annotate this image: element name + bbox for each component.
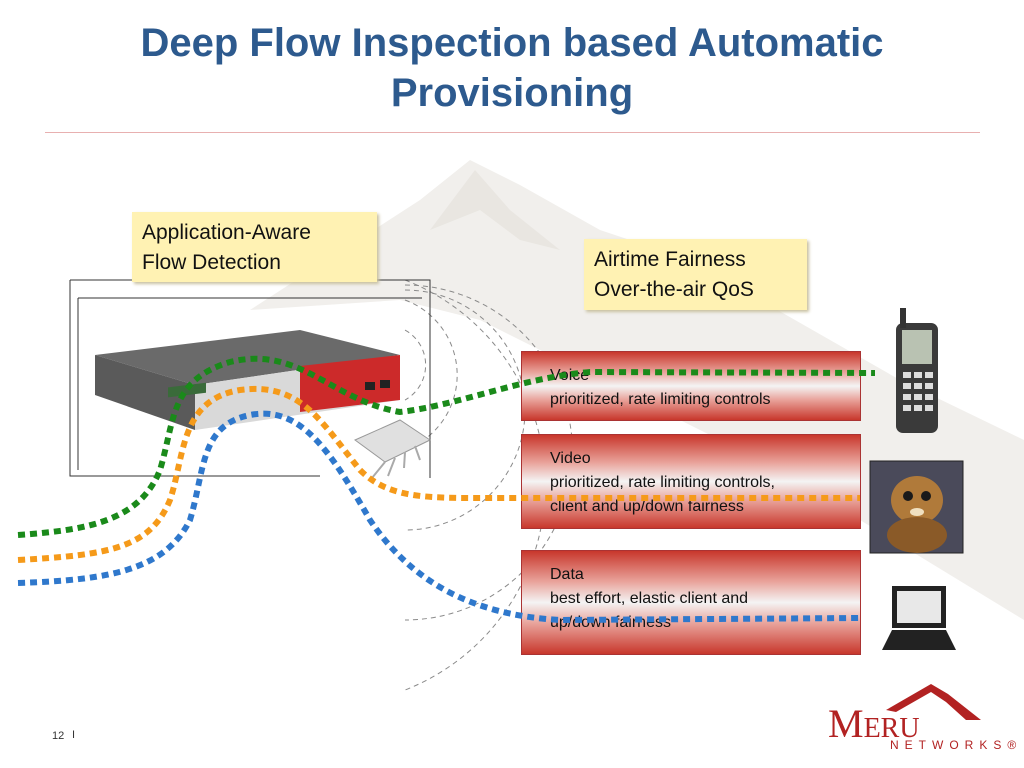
title-divider: [45, 132, 980, 133]
mountain-watermark-ridge: [430, 170, 560, 250]
voice-class-policy: prioritized, rate limiting controls: [550, 391, 771, 408]
logo-subtitle: NETWORKS®: [890, 738, 1023, 752]
data-class-box: Data best effort, elastic client and up/…: [521, 550, 861, 655]
access-point-icon: [354, 419, 432, 479]
data-class-name: Data: [550, 566, 584, 583]
flow-detection-line-1: Application-Aware: [142, 221, 311, 244]
video-class-box: Video prioritized, rate limiting control…: [521, 434, 861, 529]
data-class-policy-2: up/down fairness: [550, 614, 671, 631]
page-number: 12: [52, 730, 65, 742]
flow-detection-callout: Application-Aware Flow Detection: [132, 212, 377, 282]
data-class-policy-1: best effort, elastic client and: [550, 590, 749, 607]
controller-appliance-icon: [95, 330, 400, 430]
video-class-policy-2: client and up/down fairness: [550, 498, 744, 515]
logo-wordmark: Meru: [828, 701, 920, 746]
meru-networks-logo: Meru NETWORKS®: [826, 680, 1016, 760]
slide-title: Deep Flow Inspection based Automatic Pro…: [140, 21, 884, 115]
flow-detection-line-2: Flow Detection: [142, 251, 281, 274]
airtime-line-2: Over-the-air QoS: [594, 278, 754, 301]
airtime-line-1: Airtime Fairness: [594, 248, 746, 271]
airtime-fairness-callout: Airtime Fairness Over-the-air QoS: [584, 239, 807, 310]
page-separator: I: [72, 729, 76, 741]
video-class-policy-1: prioritized, rate limiting controls,: [550, 474, 775, 491]
voice-class-name: Voice: [550, 367, 590, 384]
voice-class-box: Voice prioritized, rate limiting control…: [521, 351, 861, 421]
video-class-name: Video: [550, 450, 591, 467]
logo-mountain-mark: [886, 684, 981, 720]
